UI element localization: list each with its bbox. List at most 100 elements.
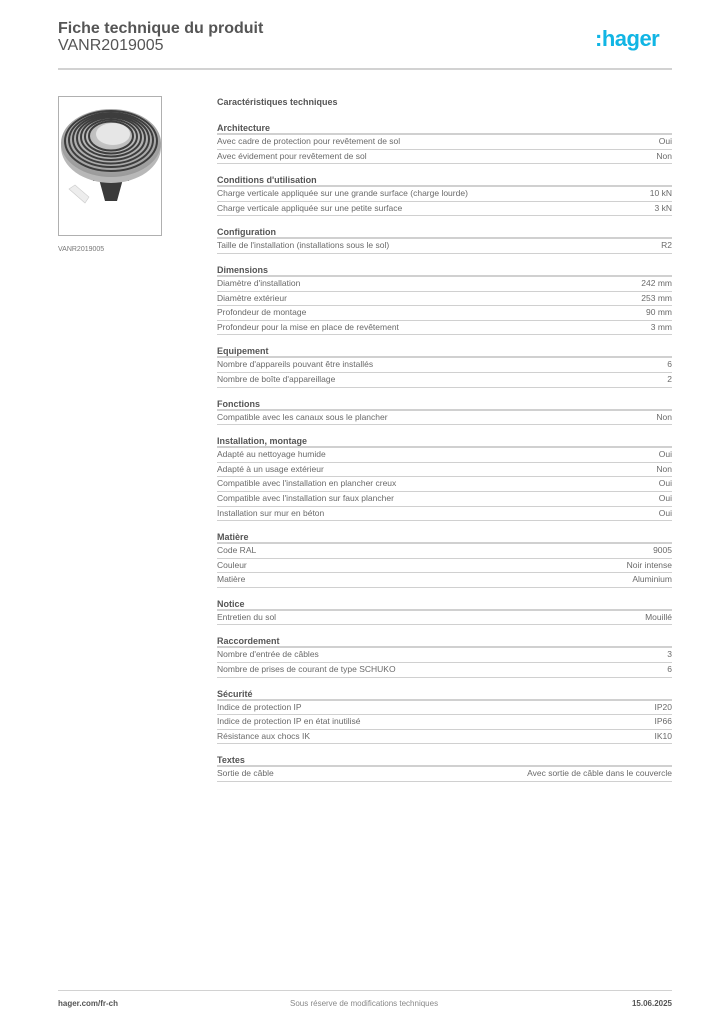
spec-label: Matière [217,574,246,585]
spec-label: Taille de l'installation (installations … [217,240,390,251]
section-title: Raccordement [217,635,672,649]
spec-label: Nombre d'appareils pouvant être installé… [217,359,374,370]
spec-label: Nombre d'entrée de câbles [217,649,319,660]
spec-value: 3 [667,649,672,660]
spec-label: Compatible avec l'installation en planch… [217,478,397,489]
spec-value: Aluminium [632,574,672,585]
footer-date: 15.06.2025 [631,999,672,1008]
spec-label: Diamètre d'installation [217,277,301,288]
spec-label: Code RAL [217,545,257,556]
spec-row: Diamètre extérieur 253 mm [217,292,672,307]
spec-row: Matière Aluminium [217,573,672,588]
spec-label: Charge verticale appliquée sur une grand… [217,188,468,199]
spec-value: 3 mm [650,321,672,332]
spec-row: Diamètre d'installation 242 mm [217,277,672,292]
spec-label: Compatible avec l'installation sur faux … [217,492,394,503]
spec-value: Oui [658,136,672,146]
spec-value: Avec sortie de câble dans le couvercle [527,768,672,779]
spec-value: Oui [658,507,672,518]
spec-row: Code RAL 9005 [217,544,672,559]
section-title: Sécurité [217,688,672,701]
technical-specs: Caractéristiques techniques Architecture… [217,96,672,792]
spec-value: Non [656,463,672,474]
spec-value: Oui [658,478,672,489]
section-title: Configuration [217,226,672,240]
spec-row: Nombre d'appareils pouvant être installé… [217,358,672,373]
spec-label: Profondeur de montage [217,307,307,318]
spec-value: 90 mm [646,307,672,318]
spec-value: Oui [658,449,672,460]
spec-row: Avec cadre de protection pour revêtement… [217,135,672,150]
section-title: Architecture [217,122,672,135]
section-title: Conditions d'utilisation [217,174,672,188]
spec-value: 6 [667,664,672,675]
header-divider [58,68,672,70]
section-title: Textes [217,754,672,768]
spec-label: Installation sur mur en béton [217,507,325,518]
spec-label: Couleur [217,559,247,570]
section-title: Matière [217,531,672,545]
spec-row: Nombre de boîte d'appareillage 2 [217,373,672,388]
spec-row: Compatible avec l'installation sur faux … [217,492,672,507]
spec-label: Adapté à un usage extérieur [217,463,324,474]
section-title: Equipement [217,345,672,359]
spec-row: Profondeur de montage 90 mm [217,306,672,321]
spec-row: Indice de protection IP en état inutilis… [217,715,672,730]
spec-value: R2 [661,240,672,251]
spec-row: Entretien du sol Mouillé [217,611,672,626]
section-title: Installation, montage [217,435,672,449]
spec-value: Mouillé [645,611,672,622]
spec-label: Avec cadre de protection pour revêtement… [217,136,401,146]
spec-label: Compatible avec les canaux sous le planc… [217,411,388,422]
spec-row: Nombre de prises de courant de type SCHU… [217,663,672,678]
spec-row: Adapté au nettoyage humide Oui [217,448,672,463]
spec-row: Avec évidement pour revêtement de sol Non [217,150,672,165]
spec-value: Non [656,411,672,422]
spec-row: Charge verticale appliquée sur une grand… [217,187,672,202]
spec-label: Résistance aux chocs IK [217,730,311,741]
spec-label: Adapté au nettoyage humide [217,449,326,460]
spec-row: Profondeur pour la mise en place de revê… [217,321,672,336]
spec-label: Entretien du sol [217,611,277,622]
spec-label: Nombre de boîte d'appareillage [217,373,336,384]
spec-label: Nombre de prises de courant de type SCHU… [217,664,396,675]
spec-value: 2 [667,373,672,384]
spec-value: 6 [667,359,672,370]
spec-row: Compatible avec les canaux sous le planc… [217,411,672,426]
spec-label: Diamètre extérieur [217,292,287,303]
spec-label: Indice de protection IP [217,701,302,712]
spec-label: Sortie de câble [217,768,274,779]
spec-label: Charge verticale appliquée sur une petit… [217,202,403,213]
spec-value: 242 mm [641,277,672,288]
section-title: Notice [217,598,672,611]
product-reference: VANR2019005 [58,37,164,54]
spec-value: Non [656,150,672,161]
spec-row: Résistance aux chocs IK IK10 [217,730,672,745]
spec-label: Profondeur pour la mise en place de revê… [217,321,399,332]
spec-label: Indice de protection IP en état inutilis… [217,716,361,727]
spec-value: IK10 [654,730,673,741]
product-image-caption: VANR2019005 [58,246,105,253]
spec-value: Oui [658,492,672,503]
spec-value: Noir intense [626,559,672,570]
spec-value: 9005 [653,545,672,556]
section-title: Dimensions [217,264,672,277]
spec-value: 253 mm [641,292,672,303]
spec-row: Nombre d'entrée de câbles 3 [217,648,672,664]
spec-row: Taille de l'installation (installations … [217,239,672,254]
footer-divider [58,990,672,991]
spec-label: Avec évidement pour revêtement de sol [217,150,367,161]
